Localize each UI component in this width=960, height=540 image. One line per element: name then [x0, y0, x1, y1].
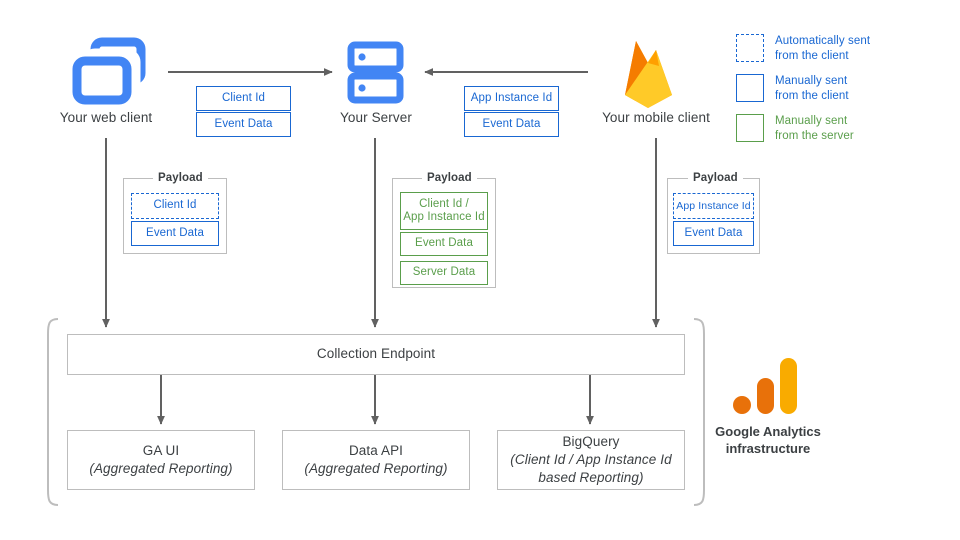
payload-item-server-id: Client Id / App Instance Id [400, 192, 488, 230]
payload-title-server: Payload [422, 172, 477, 184]
legend-line1-auto-client: Automatically sent [775, 35, 871, 47]
node-label-web-client: Your web client [59, 110, 153, 125]
transfer-chip-web-event-data: Event Data [196, 112, 291, 137]
ga-caption-line1: Google Analytics [715, 424, 821, 439]
payload-item-mobile-app-instance-id: App Instance Id [673, 193, 754, 219]
payload-item-server-id-line1: Client Id / [419, 197, 469, 210]
payload-item-web-event-data: Event Data [131, 221, 219, 246]
legend-text-manual-client: Manually sent from the client [775, 74, 849, 104]
payload-item-web-client-id: Client Id [131, 193, 219, 219]
ga-infrastructure-caption: Google Analytics infrastructure [700, 424, 836, 458]
output-subtitle-ga-ui: (Aggregated Reporting) [89, 461, 233, 476]
legend-line2-manual-server: from the server [775, 130, 854, 143]
browser-windows-icon [72, 37, 146, 105]
output-subtitle-bigquery: (Client Id / App Instance Id [510, 451, 672, 467]
infrastructure-bracket-right [693, 318, 705, 506]
server-racks-icon [347, 41, 404, 104]
legend-text-auto-client: Automatically sent from the client [775, 34, 870, 64]
node-label-mobile-client: Your mobile client [602, 110, 710, 125]
legend-text-manual-server: Manually sent from the server [775, 114, 854, 144]
transfer-chip-mobile-app-instance-id: App Instance Id [464, 86, 559, 111]
google-analytics-logo-icon [733, 358, 797, 414]
payload-title-web: Payload [153, 172, 208, 184]
output-subtitle2-bigquery: based Reporting) [538, 470, 644, 486]
legend-item-auto-client: Automatically sent from the client [736, 34, 870, 64]
output-title-data-api: Data API [348, 442, 404, 458]
legend-line2-manual-client: from the client [775, 90, 849, 103]
output-title-bigquery: BigQuery [562, 433, 620, 449]
payload-item-server-server-data: Server Data [400, 261, 488, 285]
node-label-server: Your Server [340, 110, 412, 125]
transfer-chip-mobile-event-data: Event Data [464, 112, 559, 137]
legend-swatch-dashed-blue [736, 34, 764, 62]
output-subtitle-data-api: (Aggregated Reporting) [304, 461, 448, 476]
legend-item-manual-server: Manually sent from the server [736, 114, 854, 144]
output-box-ga-ui[interactable]: GA UI (Aggregated Reporting) [67, 430, 255, 490]
output-box-data-api[interactable]: Data API (Aggregated Reporting) [282, 430, 470, 490]
payload-item-server-event-data: Event Data [400, 232, 488, 256]
transfer-chip-web-client-id: Client Id [196, 86, 291, 111]
infrastructure-bracket-left [47, 318, 59, 506]
firebase-flame-icon [625, 41, 672, 108]
collection-endpoint-box[interactable]: Collection Endpoint [67, 334, 685, 375]
payload-item-mobile-event-data: Event Data [673, 221, 754, 246]
ga-caption-line2: infrastructure [725, 440, 811, 456]
legend-item-manual-client: Manually sent from the client [736, 74, 849, 104]
collection-endpoint-label: Collection Endpoint [316, 346, 436, 362]
output-box-bigquery[interactable]: BigQuery (Client Id / App Instance Id ba… [497, 430, 685, 490]
payload-item-server-id-line2: App Instance Id [403, 211, 485, 223]
legend-swatch-solid-blue [736, 74, 764, 102]
payload-title-mobile: Payload [688, 172, 743, 184]
legend-line1-manual-server: Manually sent [775, 115, 848, 127]
legend-swatch-solid-green [736, 114, 764, 142]
legend-line1-manual-client: Manually sent [775, 75, 848, 87]
output-title-ga-ui: GA UI [142, 442, 180, 458]
legend-line2-auto-client: from the client [775, 50, 849, 63]
